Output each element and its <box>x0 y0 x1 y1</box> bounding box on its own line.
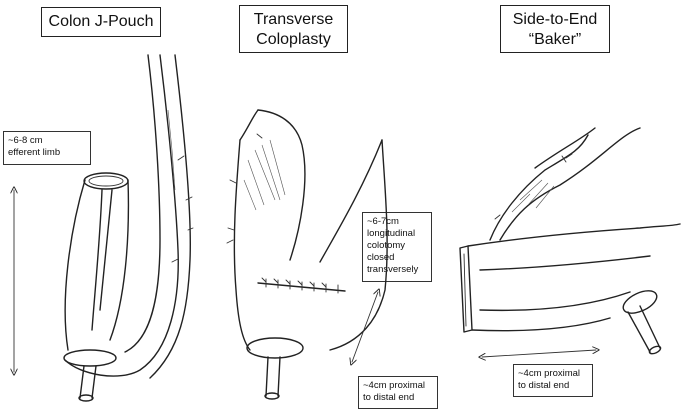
title-side-to-end-baker: Side-to-End “Baker” <box>500 5 610 53</box>
title-line: Coloplasty <box>256 31 331 48</box>
note-efferent-limb: ~6-8 cm efferent limb <box>3 131 91 165</box>
note-line: ~6-7cm <box>367 216 399 227</box>
note-line: to distal end <box>518 380 570 391</box>
title-line: Side-to-End <box>512 11 598 28</box>
note-longitudinal-colotomy: ~6-7cm longitudinal colotomy closed tran… <box>362 212 432 282</box>
title-transverse-coloplasty: Transverse Coloplasty <box>239 5 348 53</box>
note-line: closed <box>367 252 395 263</box>
note-line: ~4cm proximal <box>518 368 581 379</box>
note-line: ~4cm proximal <box>363 380 426 391</box>
title-line: Transverse <box>253 11 334 28</box>
j-pouch-drawing <box>14 54 194 402</box>
note-line: to distal end <box>363 392 415 403</box>
coloplasty-drawing <box>226 109 388 400</box>
note-line: efferent limb <box>8 147 61 158</box>
note-line: transversely <box>367 264 419 275</box>
baker-drawing <box>459 127 681 357</box>
title-line: Colon J-Pouch <box>48 13 154 30</box>
note-line: ~6-8 cm <box>8 135 43 146</box>
note-line: longitudinal <box>367 228 416 239</box>
title-line: “Baker” <box>528 31 582 48</box>
note-line: colotomy <box>367 240 406 251</box>
title-colon-j-pouch: Colon J-Pouch <box>41 7 161 37</box>
note-baker-proximal: ~4cm proximal to distal end <box>513 364 593 397</box>
note-coloplasty-proximal: ~4cm proximal to distal end <box>358 376 438 409</box>
